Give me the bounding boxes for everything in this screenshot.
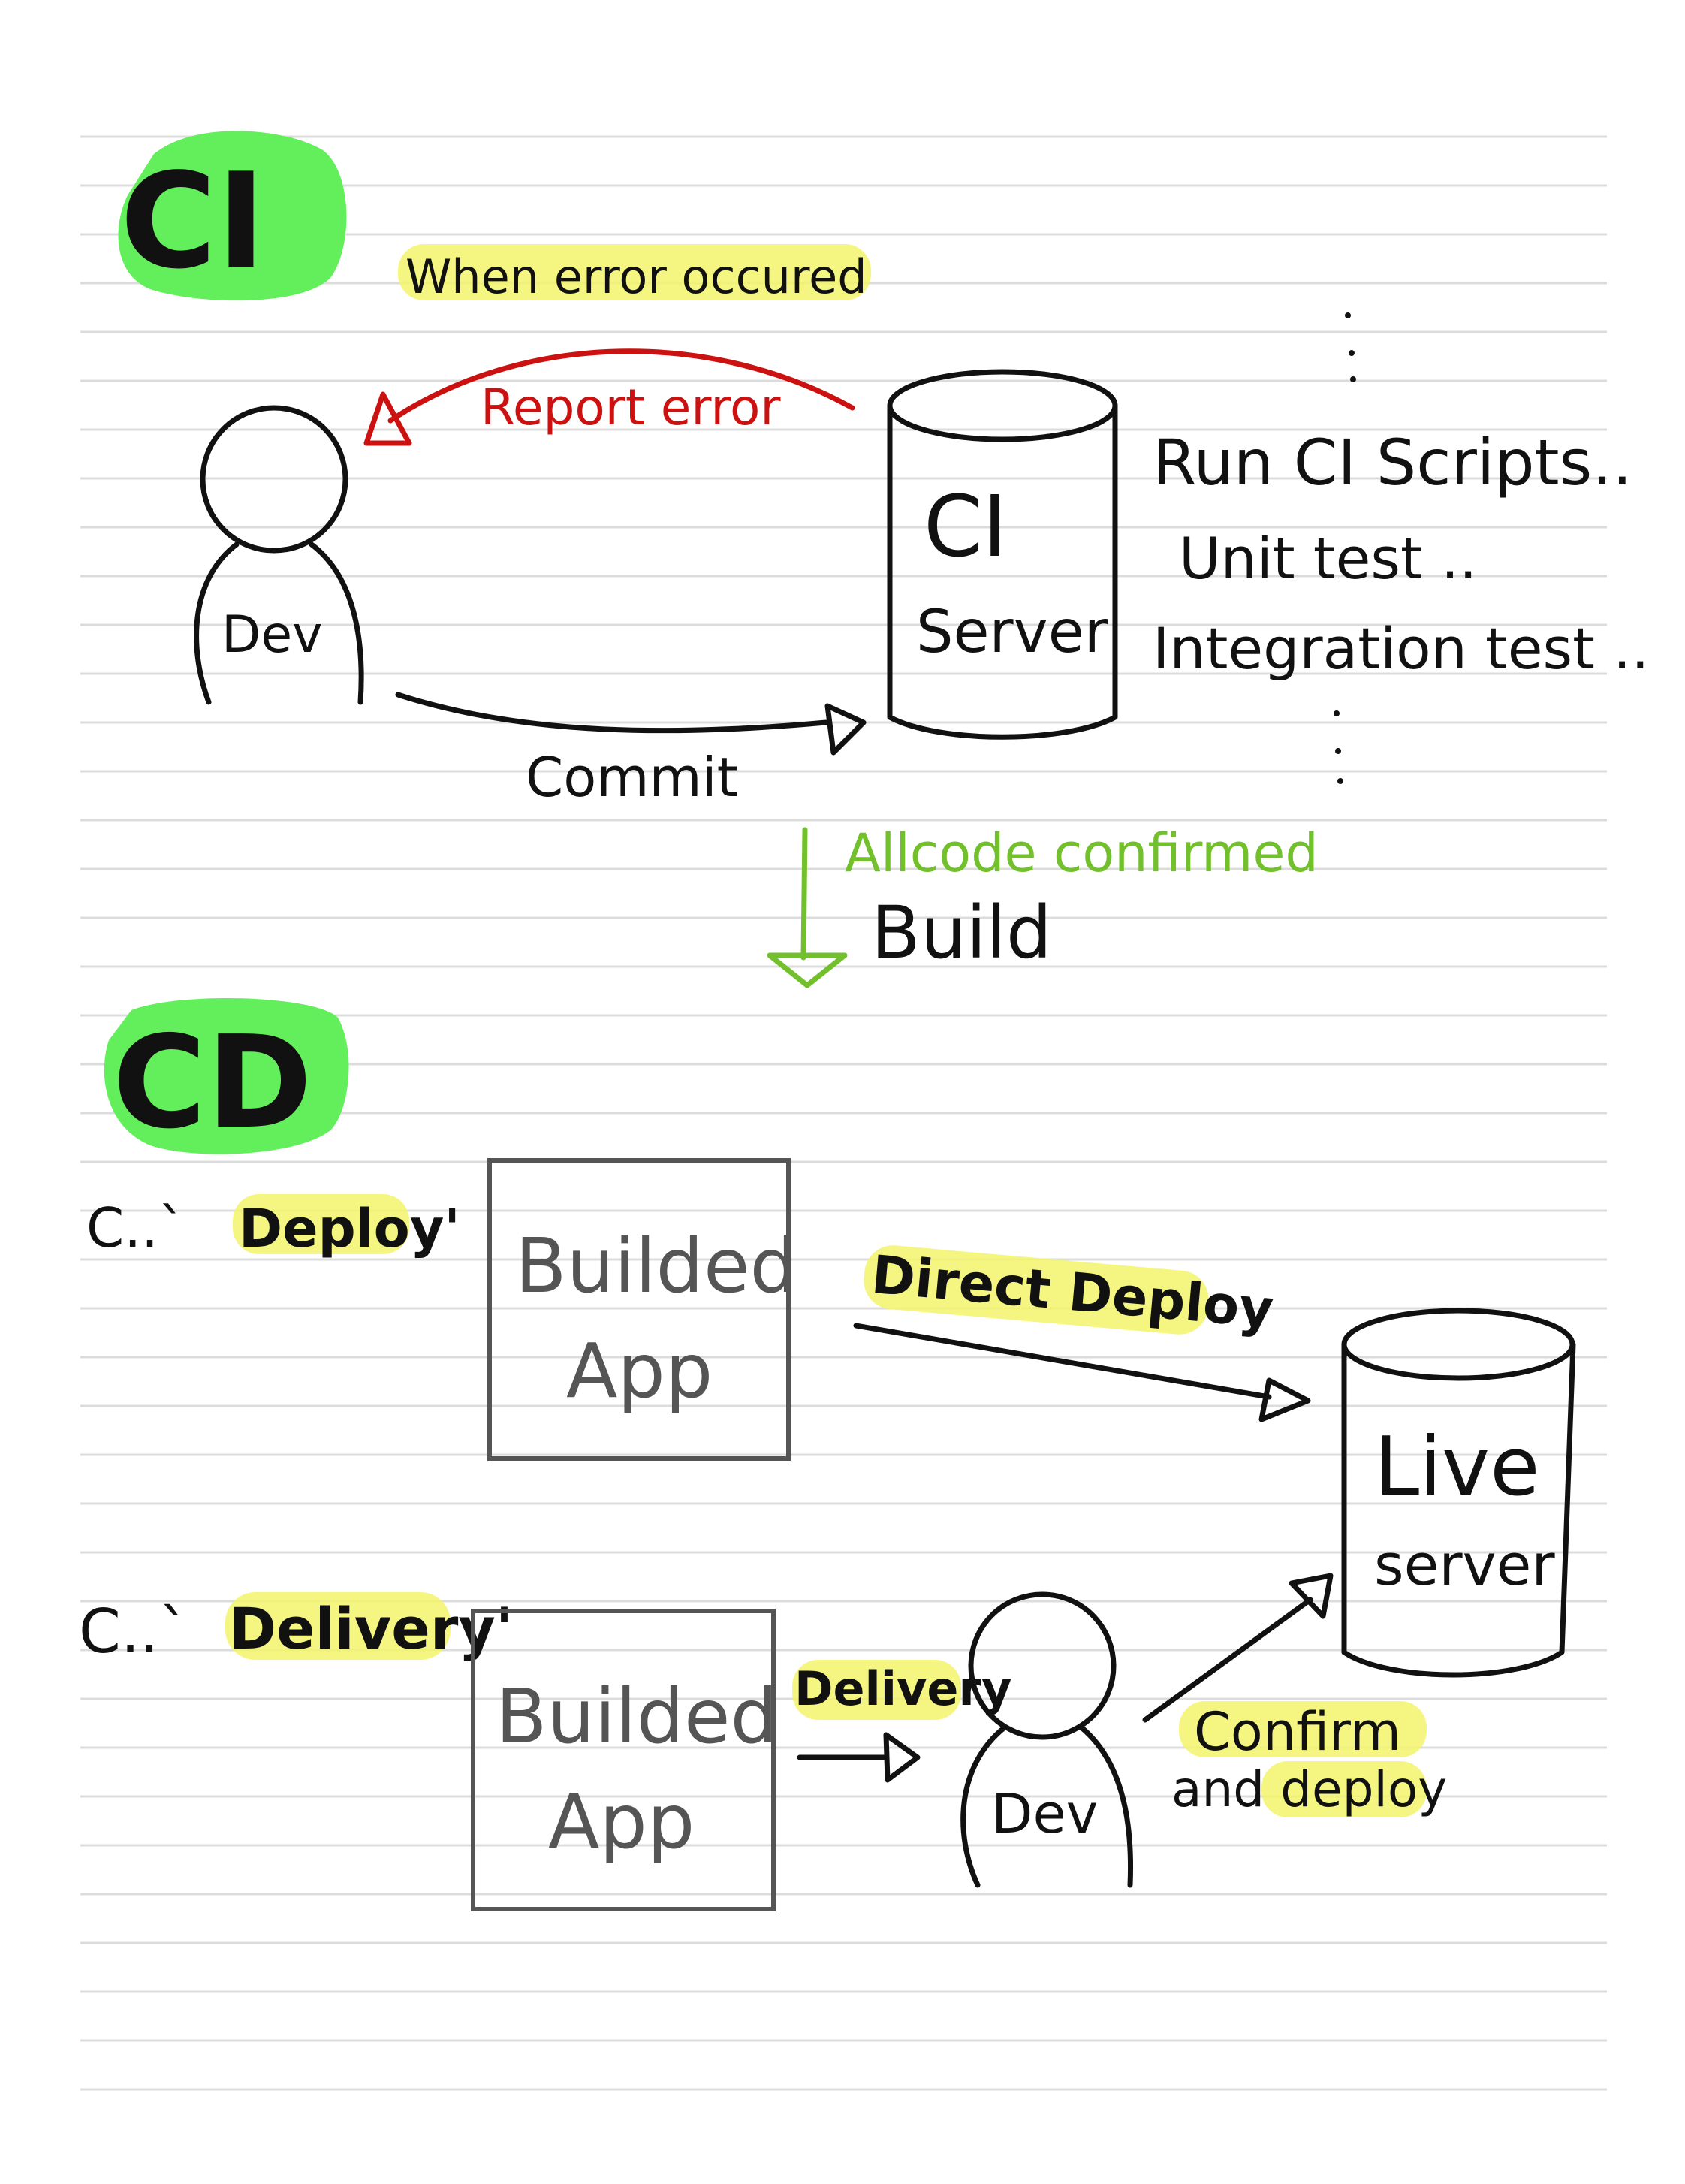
deploy-term: Deploy' — [239, 1198, 460, 1259]
ci-dev-label: Dev — [222, 605, 322, 665]
ci-dev-figure: Dev — [194, 405, 364, 705]
ruled-lines — [80, 135, 1607, 2091]
ci-script-line2: Unit test .. — [1179, 525, 1477, 592]
ci-note-highlight — [398, 244, 871, 300]
ci-server-cylinder: CI Server — [887, 369, 1118, 740]
cd-dev-head — [968, 1591, 1117, 1740]
report-error-label: Report error — [481, 379, 781, 436]
cd-dev-figure: Dev — [960, 1591, 1134, 1888]
ci-server-line2: Server — [916, 599, 1109, 666]
ci-server-line1: CI — [924, 478, 1007, 576]
live-server-line1: Live — [1374, 1420, 1540, 1514]
delivery-prefix: C..` — [79, 1597, 189, 1667]
ci-section: CI When error occured Dev Report error C… — [118, 131, 1649, 988]
live-server-body — [1341, 1341, 1576, 1678]
ci-title-highlight — [118, 131, 347, 301]
delivery-label-highlight — [792, 1660, 961, 1720]
ci-dev-body — [194, 541, 240, 705]
confirmed-label: Allcode confirmed — [845, 822, 1319, 884]
commit-label: Commit — [526, 746, 738, 809]
builded-app-1-line1: Builded — [515, 1222, 797, 1310]
deploy-highlight — [233, 1194, 409, 1254]
ci-server-body — [887, 403, 1118, 740]
and-deploy-highlight — [1261, 1761, 1427, 1817]
ci-title: CI — [120, 146, 266, 298]
cd-dev-body-right — [1078, 1724, 1134, 1888]
confirm-deploy-arrow — [1142, 1597, 1313, 1723]
ci-server-top — [887, 369, 1118, 442]
ci-dev-head — [200, 405, 348, 554]
build-label: Build — [871, 891, 1052, 975]
cd-dev-label: Dev — [991, 1782, 1098, 1845]
cd-title: CD — [113, 1009, 312, 1157]
commit-arrow — [395, 692, 829, 734]
confirm-deploy-arrowhead-icon — [1289, 1573, 1334, 1619]
ci-script-line3: Integration test .. — [1153, 615, 1649, 682]
scripts-dots-bottom — [1334, 710, 1343, 784]
confirmed-arrowhead-icon — [767, 952, 848, 988]
deploy-prefix: C..` — [86, 1196, 185, 1259]
direct-deploy-highlight — [864, 1245, 1209, 1335]
ci-dev-body-right — [309, 541, 364, 705]
cd-title-highlight — [104, 997, 349, 1154]
builded-app-2-line2: App — [548, 1778, 695, 1866]
direct-deploy-arrowhead-icon — [1258, 1377, 1311, 1422]
builded-app-1-line2: App — [566, 1327, 713, 1415]
delivery-term: Delivery' — [229, 1595, 513, 1662]
live-server-cylinder: Live server — [1341, 1308, 1576, 1678]
confirm-line2: and deploy — [1171, 1760, 1447, 1818]
live-server-top — [1341, 1308, 1575, 1381]
confirm-line1: Confirm — [1194, 1701, 1401, 1763]
delivery-arrowhead-icon — [883, 1732, 921, 1783]
builded-app-2-line1: Builded — [496, 1673, 778, 1760]
direct-deploy-arrow — [853, 1323, 1272, 1400]
builded-app-box-1: Builded App — [487, 1158, 797, 1461]
report-error-arrowhead-icon — [363, 391, 412, 446]
commit-arrowhead-icon — [824, 703, 867, 756]
delivery-label: Delivery — [794, 1661, 1011, 1716]
cd-dev-body — [960, 1724, 1008, 1888]
scripts-dots-top — [1345, 312, 1356, 382]
builded-app-box-2: Builded App — [471, 1609, 778, 1911]
builded-app-box-1-frame — [487, 1158, 791, 1461]
builded-app-box-2-frame — [471, 1609, 776, 1911]
confirmed-arrow — [800, 827, 808, 961]
cd-section: CD C..` Deploy' Builded App Direct Deplo… — [79, 997, 1576, 1911]
ci-script-line1: Run CI Scripts.. — [1153, 426, 1632, 499]
ci-note: When error occured — [405, 249, 867, 304]
report-error-arrow — [387, 348, 855, 424]
direct-deploy-label: Direct Deploy — [869, 1244, 1276, 1340]
confirm-highlight — [1179, 1701, 1427, 1757]
delivery-highlight — [225, 1592, 451, 1660]
live-server-line2: server — [1374, 1531, 1555, 1598]
